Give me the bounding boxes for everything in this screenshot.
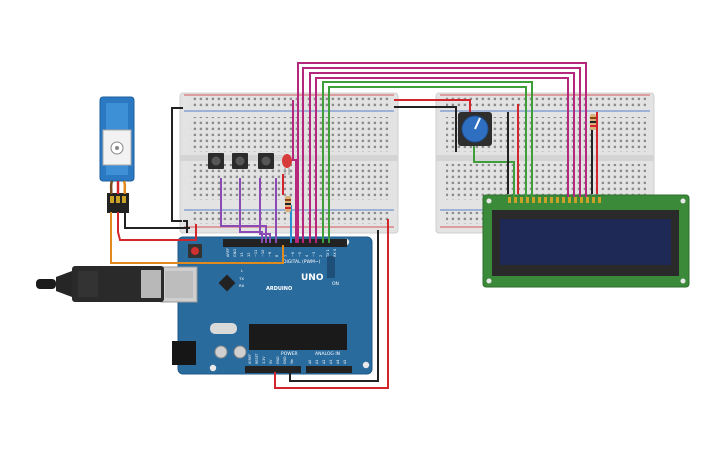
lcd-header-pins	[508, 197, 601, 203]
arduino-logo-text: ARDUINO	[266, 286, 292, 292]
pin-label: 8	[275, 255, 279, 257]
pin-label: GND	[233, 249, 237, 257]
pin-label: RESET	[255, 352, 259, 364]
arduino-uno-board	[160, 236, 373, 375]
pin-label: 13	[240, 253, 244, 257]
pin-label: ~5	[298, 252, 302, 257]
red-led	[282, 154, 292, 175]
wires-green	[322, 81, 533, 243]
arduino-brand-label: UNO	[301, 273, 324, 283]
pin-label: A2	[322, 360, 326, 364]
power-jack	[172, 341, 196, 365]
resistor	[285, 196, 291, 212]
analog-in-label: ANALOG IN	[315, 351, 340, 357]
power-pin-labels: IOREF RESET 3.3V 5V GND GND Vin	[248, 352, 294, 364]
usb-cable	[36, 266, 164, 302]
servo-motor	[99, 96, 135, 213]
wires-magenta	[292, 62, 587, 243]
wires-servo	[110, 107, 284, 264]
pin-label: A3	[329, 360, 333, 364]
pin-label: GND	[276, 356, 280, 364]
lcd-module	[482, 194, 690, 288]
tx-led-label: TX	[238, 276, 244, 281]
pushbutton[interactable]	[208, 153, 224, 169]
pin-label: ~9	[268, 252, 272, 257]
pin-label: 5V	[269, 359, 273, 364]
pin-label: 2	[319, 255, 323, 257]
pin-label: 12	[247, 253, 251, 257]
potentiometer[interactable]	[458, 112, 492, 146]
lcd-screen	[500, 219, 671, 265]
pin-label: IOREF	[248, 354, 252, 364]
digital-pin-labels: AREF GND 13 12 ~11 ~10 ~9 8 7 ~6 ~5 4 ~3…	[226, 248, 337, 258]
pushbutton[interactable]	[232, 153, 248, 169]
rx-led-label: RX	[239, 283, 245, 288]
pin-label: ~11	[254, 250, 258, 257]
pushbutton[interactable]	[258, 153, 274, 169]
digital-pwm-label: DIGITAL (PWM~)	[283, 259, 321, 265]
power-label: POWER	[281, 351, 298, 357]
pin-label: ~6	[291, 252, 295, 257]
pin-label: 3.3V	[262, 356, 266, 364]
pin-label: ~3	[312, 252, 316, 257]
pin-label: A5	[343, 360, 347, 364]
pin-label: ~10	[261, 250, 265, 257]
resistor	[590, 114, 596, 130]
wires-purple	[220, 178, 277, 243]
pin-label: A1	[315, 360, 319, 364]
pin-label: RX 0	[333, 249, 337, 257]
on-led-label: ON	[332, 281, 339, 287]
atmega-chip	[249, 324, 347, 350]
pin-label: GND	[283, 356, 287, 364]
digital-header	[223, 239, 347, 247]
pin-label: A0	[308, 360, 312, 364]
pin-label: A4	[336, 360, 340, 364]
pin-label: AREF	[226, 248, 230, 257]
analog-pin-labels: A0 A1 A2 A3 A4 A5	[308, 360, 347, 364]
pin-label: 4	[305, 254, 309, 257]
power-header	[245, 366, 301, 373]
pin-label: TX 1	[326, 249, 330, 258]
analog-header	[306, 366, 352, 373]
l-led-label: L	[241, 268, 244, 273]
pin-label: Vin	[290, 359, 294, 364]
pin-label: 7	[284, 255, 288, 257]
